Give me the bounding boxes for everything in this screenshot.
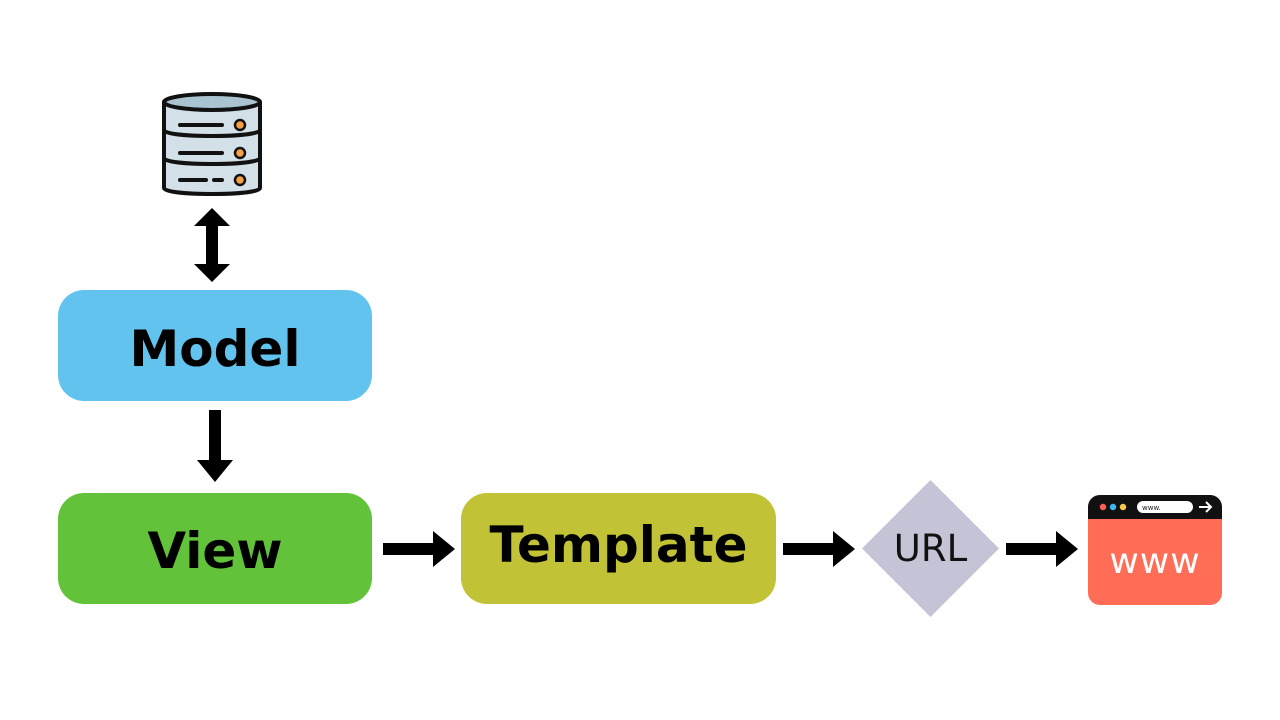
url-to-browser-arrow [1006,531,1078,567]
template-to-url-arrow [783,531,855,567]
url-node: URL [862,480,999,617]
template-label: Template [489,515,748,574]
url-diamond-shape [862,480,999,617]
model-node: Model [58,290,372,401]
browser-address-text: www. [1142,504,1161,512]
browser-www-label: www [1109,541,1201,582]
database-model-double-arrow [194,208,230,282]
view-label: View [147,521,283,580]
view-node: View [58,493,372,604]
model-label: Model [129,319,301,378]
model-to-view-arrow [197,410,233,482]
template-node: Template [461,493,776,604]
view-to-template-arrow [383,531,455,567]
database-icon [162,92,262,196]
browser-window-icon: www. www [1088,495,1222,605]
url-label: URL [893,527,968,570]
